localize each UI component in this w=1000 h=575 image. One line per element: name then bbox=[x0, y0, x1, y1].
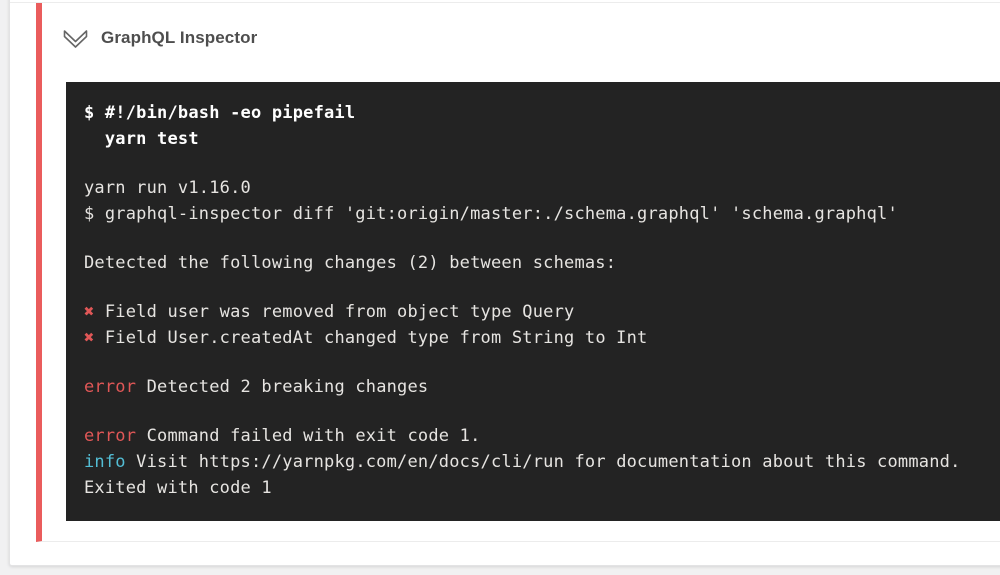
terminal-line: error Detected 2 breaking changes bbox=[84, 377, 429, 397]
terminal-line bbox=[84, 227, 1000, 250]
terminal-line: yarn test bbox=[84, 129, 199, 149]
step-title: GraphQL Inspector bbox=[101, 27, 258, 47]
terminal-line: $ #!/bin/bash -eo pipefail bbox=[84, 103, 356, 123]
terminal-line: Exited with code 1 bbox=[84, 478, 272, 498]
terminal-line: Detected the following changes (2) betwe… bbox=[84, 253, 617, 273]
failed-step-section: GraphQL Inspector $ #!/bin/bash -eo pipe… bbox=[36, 3, 1000, 542]
terminal-line bbox=[84, 276, 1000, 299]
step-header-toggle[interactable]: GraphQL Inspector bbox=[42, 3, 1000, 82]
terminal-line bbox=[84, 400, 1000, 423]
terminal-line: yarn run v1.16.0 bbox=[84, 178, 251, 198]
terminal-line: ✖ Field User.createdAt changed type from… bbox=[84, 328, 648, 348]
step-divider bbox=[10, 2, 1000, 3]
terminal-line: ✖ Field user was removed from object typ… bbox=[84, 302, 575, 322]
chevron-double-down-icon[interactable] bbox=[63, 27, 88, 49]
terminal-line: $ graphql-inspector diff 'git:origin/mas… bbox=[84, 204, 898, 224]
terminal-line bbox=[84, 351, 1000, 374]
terminal-output: $ #!/bin/bash -eo pipefail yarn test yarn… bbox=[66, 82, 1000, 521]
terminal-line: error Command failed with exit code 1. bbox=[84, 426, 481, 446]
terminal-line bbox=[84, 152, 1000, 175]
build-step-card: GraphQL Inspector $ #!/bin/bash -eo pipe… bbox=[9, 0, 1000, 566]
terminal-line: info Visit https://yarnpkg.com/en/docs/c… bbox=[84, 452, 961, 472]
